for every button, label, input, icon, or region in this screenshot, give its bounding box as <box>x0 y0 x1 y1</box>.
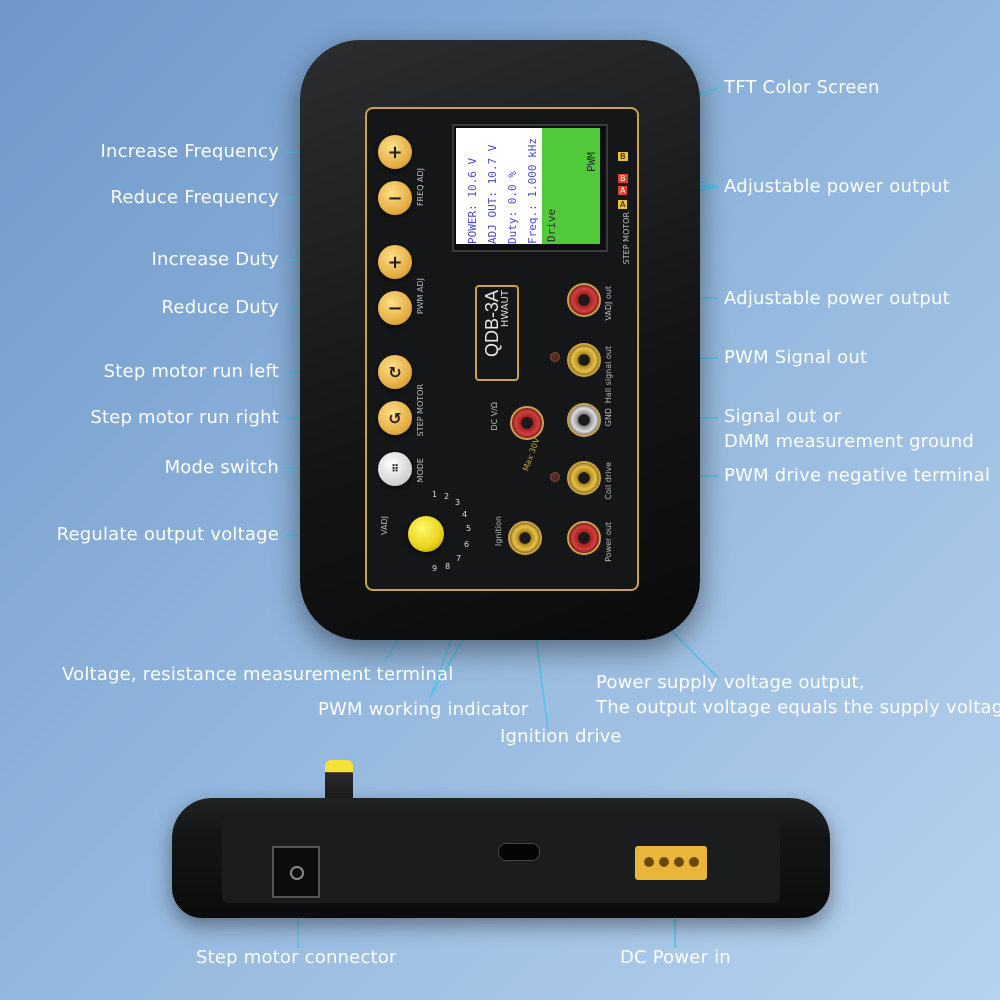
callout-signal-out-1: Signal out or <box>724 406 842 427</box>
callout-increase-frequency: Increase Frequency <box>100 141 279 162</box>
mode-switch-button[interactable]: ⠿ <box>378 452 412 486</box>
callout-mode-switch: Mode switch <box>164 457 279 478</box>
callout-adj-output-mid: Adjustable power output <box>724 288 950 309</box>
callout-reduce-duty: Reduce Duty <box>161 297 279 318</box>
callout-step-motor-connector: Step motor connector <box>196 947 397 968</box>
callout-tft-screen: TFT Color Screen <box>724 77 880 98</box>
vadj-out-label: VADJ out <box>604 286 613 321</box>
callout-voltage-resistance: Voltage, resistance measurement terminal <box>62 664 454 685</box>
ignition-label: Ignition <box>494 516 503 547</box>
screen-adj-out: ADJ OUT: 10.7 V <box>486 144 499 244</box>
dial-number: 4 <box>462 510 468 519</box>
reduce-duty-button[interactable]: − <box>378 291 412 325</box>
hall-signal-label: Hall signal out <box>604 346 613 404</box>
power-out-label: Power out <box>604 522 613 562</box>
callout-signal-out-2: DMM measurement ground <box>724 431 975 452</box>
dial-number: 1 <box>432 490 438 499</box>
dial-number: 2 <box>444 492 450 501</box>
reduce-frequency-button[interactable]: − <box>378 181 412 215</box>
callout-step-right: Step motor run right <box>90 407 279 428</box>
coil-drive-jack[interactable] <box>567 461 601 495</box>
dc-vi-jack[interactable] <box>510 406 544 440</box>
dial-number: 5 <box>466 524 472 533</box>
callout-increase-duty: Increase Duty <box>151 249 279 270</box>
mode-panel-label: MODE <box>416 458 425 483</box>
callout-step-left: Step motor run left <box>103 361 279 382</box>
callout-pwm-drive-negative: PWM drive negative terminal <box>724 465 991 486</box>
side-knob <box>325 760 353 802</box>
phase-label-b1: B <box>618 152 628 161</box>
vadj-out-jack[interactable] <box>567 283 601 317</box>
callout-regulate-voltage: Regulate output voltage <box>56 524 279 545</box>
brand-logo-frame <box>475 285 519 381</box>
screen-mode-pwm: PWM <box>585 152 598 172</box>
brand-label: HWAUT <box>500 290 511 328</box>
callout-power-supply-1: Power supply voltage output, <box>596 672 865 693</box>
screen-mode-drive: Drive <box>545 208 558 242</box>
screen-readout-area <box>456 128 542 244</box>
phase-label-a2: A <box>618 200 628 209</box>
side-slot <box>498 843 540 861</box>
phase-label-a1: A <box>618 186 628 195</box>
increase-duty-button[interactable]: + <box>378 245 412 279</box>
dc-power-in-port[interactable] <box>635 846 707 880</box>
callout-adj-output-top: Adjustable power output <box>724 176 950 197</box>
step-right-button[interactable]: ↺ <box>378 401 412 435</box>
phase-label-b2: B <box>618 174 628 183</box>
callout-dc-power-in: DC Power in <box>620 947 731 968</box>
step-left-button[interactable]: ↻ <box>378 355 412 389</box>
dial-number: 6 <box>464 540 470 549</box>
callout-pwm-indicator: PWM working indicator <box>318 699 529 720</box>
callout-reduce-frequency: Reduce Frequency <box>110 187 279 208</box>
coil-drive-label: Coil drive <box>604 462 613 500</box>
ignition-jack[interactable] <box>508 521 542 555</box>
dial-number: 8 <box>445 562 451 571</box>
connector-pin <box>644 857 654 867</box>
screen-duty: Duty: 0.0 % <box>506 171 519 244</box>
screen-mode-area <box>542 128 600 244</box>
gnd-jack[interactable] <box>567 403 601 437</box>
power-out-jack[interactable] <box>567 521 601 555</box>
callout-power-supply-2: The output voltage equals the supply vol… <box>596 697 1000 718</box>
callout-ignition-drive: Ignition drive <box>500 726 622 747</box>
screen-power: POWER: 10.6 V <box>466 157 479 244</box>
dial-number: 7 <box>456 554 462 563</box>
pwm-adj-label: PWM ADJ <box>416 278 425 315</box>
dc-vi-label: DC V/Ω <box>490 402 499 431</box>
pwm-indicator-led <box>550 352 560 362</box>
hall-signal-jack[interactable] <box>567 343 601 377</box>
connector-pin <box>689 857 699 867</box>
screen-freq: Freq.: 1.000 kHz <box>526 138 539 244</box>
freq-adj-label: FREQ ADJ <box>416 168 425 207</box>
voltage-regulate-knob[interactable] <box>408 516 444 552</box>
increase-frequency-button[interactable]: + <box>378 135 412 169</box>
step-motor-connector-port[interactable] <box>272 846 320 898</box>
vadj-panel-label: VADJ <box>380 516 389 535</box>
step-motor-right-label: STEP MOTOR <box>622 212 631 265</box>
pwm-indicator-led-2 <box>550 472 560 482</box>
callout-pwm-signal-out: PWM Signal out <box>724 347 868 368</box>
dial-number: 3 <box>455 498 461 507</box>
gnd-label: GND <box>604 408 613 427</box>
connector-pin <box>659 857 669 867</box>
connector-pin <box>674 857 684 867</box>
step-motor-panel-label: STEP MOTOR <box>416 384 425 437</box>
dial-number: 9 <box>432 564 438 573</box>
